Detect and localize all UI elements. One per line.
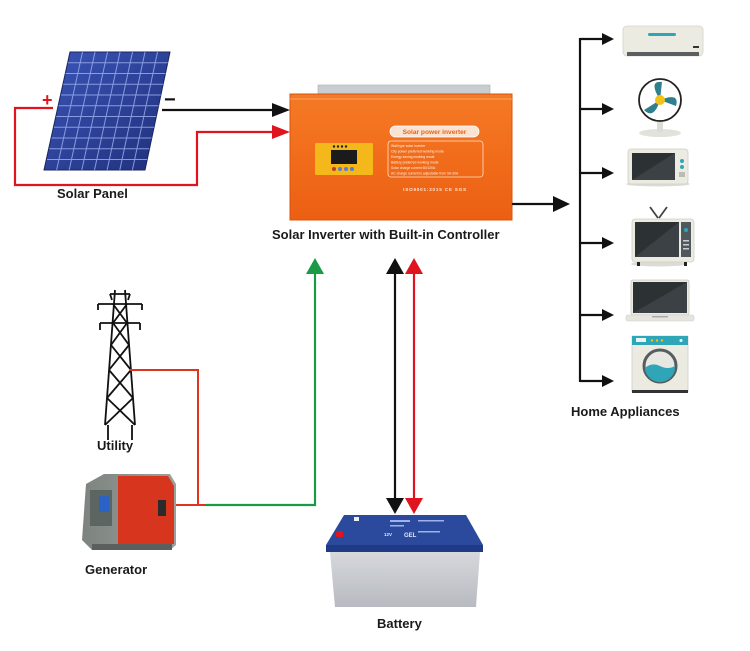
inverter-spec-box xyxy=(387,140,484,178)
appliance-branches xyxy=(580,33,614,387)
positive-terminal-sign: + xyxy=(42,90,53,110)
solar-positive-wire xyxy=(13,106,284,187)
branch-arrow-icon xyxy=(602,33,614,45)
inverter-spec-line: AC charge current is adjustable from 0A-… xyxy=(391,172,459,176)
inverter-label: Solar Inverter with Built-in Controller xyxy=(272,227,500,242)
inverter-button-blue-3 xyxy=(350,167,354,171)
solar-panel-label: Solar Panel xyxy=(57,186,128,201)
television-icon xyxy=(631,206,695,267)
inverter-button-blue-1 xyxy=(338,167,342,171)
inverter-badge-text: Solar power inverter xyxy=(403,129,467,136)
branch-arrow-icon xyxy=(602,167,614,179)
microwave-icon xyxy=(626,148,690,187)
inverter-spec-line: Solar charge current 60/120A xyxy=(391,166,436,170)
utility-tower-icon xyxy=(97,289,143,440)
battery-positive-down-arrow-icon xyxy=(405,498,423,514)
battery-negative-up-arrow-icon xyxy=(386,258,404,274)
branch-arrow-icon xyxy=(602,309,614,321)
branch-arrow-icon xyxy=(602,237,614,249)
branch-arrow-icon xyxy=(602,103,614,115)
fan-icon xyxy=(638,78,682,137)
home-appliances-label: Home Appliances xyxy=(571,404,680,419)
battery-positive-up-arrow-icon xyxy=(405,258,423,274)
inverter-unit: Solar power inverter Wall type solar inv… xyxy=(289,84,513,221)
inverter-button-red xyxy=(332,167,336,171)
utility-label: Utility xyxy=(97,438,134,453)
inverter-spec-line: Battery preferred working mode xyxy=(391,161,439,165)
inverter-spec-line: Wall type solar inverter xyxy=(391,144,426,148)
branch-arrow-icon xyxy=(602,375,614,387)
battery-icon: 12V GEL xyxy=(326,515,483,607)
inverter-spec-line: City power preferred working mode xyxy=(391,150,444,154)
inverter-display-panel xyxy=(315,143,373,175)
solar-positive-arrow-icon xyxy=(272,125,290,139)
generator-icon xyxy=(82,474,176,550)
laptop-icon xyxy=(625,279,695,322)
svg-text:12V: 12V xyxy=(384,532,392,537)
solar-negative-arrow-icon xyxy=(272,103,290,117)
ac-input-wire xyxy=(206,272,317,507)
solar-panel-grid xyxy=(47,51,168,171)
battery-negative-down-arrow-icon xyxy=(386,498,404,514)
solar-panel xyxy=(43,51,171,171)
generator-label: Generator xyxy=(85,562,148,577)
inverter-cert-text: ISO9001:2015 CE SGS xyxy=(403,187,467,192)
battery-label: Battery xyxy=(377,616,422,631)
ac-input-arrow-icon xyxy=(306,258,324,274)
washing-machine-icon xyxy=(631,335,689,393)
inverter-badge xyxy=(389,125,480,138)
negative-terminal-sign: − xyxy=(164,89,176,111)
inverter-spec-line: Energy saving working mode xyxy=(391,155,435,159)
air-conditioner-icon xyxy=(622,25,704,57)
inverter-button-blue-2 xyxy=(344,167,348,171)
utility-wire xyxy=(130,369,199,505)
output-arrow-icon xyxy=(553,196,570,212)
svg-text:GEL: GEL xyxy=(404,533,417,539)
